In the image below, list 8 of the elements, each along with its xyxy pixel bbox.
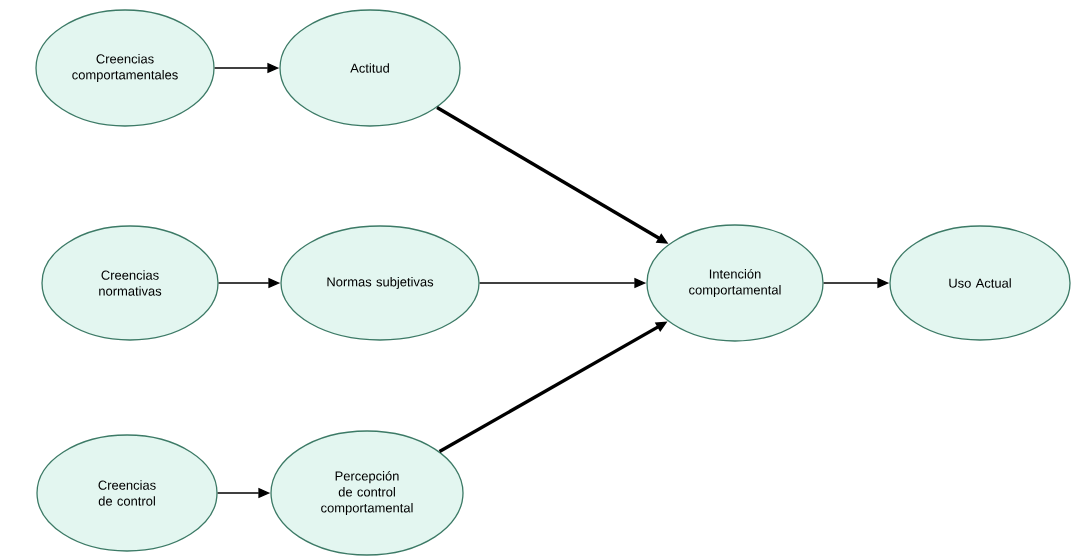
ellipse-node: Uso Actual <box>889 225 1071 341</box>
ellipse-node: Actitud <box>279 9 461 127</box>
ellipse-node: Intención comportamental <box>646 224 824 342</box>
ellipse-node: Creencias de control <box>36 434 218 552</box>
ellipse-node: Creencias comportamentales <box>35 9 215 127</box>
ellipse-node: Percepción de control comportamental <box>270 430 464 556</box>
ellipse-node: Normas subjetivas <box>280 225 480 341</box>
ellipse-node: Creencias normativas <box>41 225 219 341</box>
